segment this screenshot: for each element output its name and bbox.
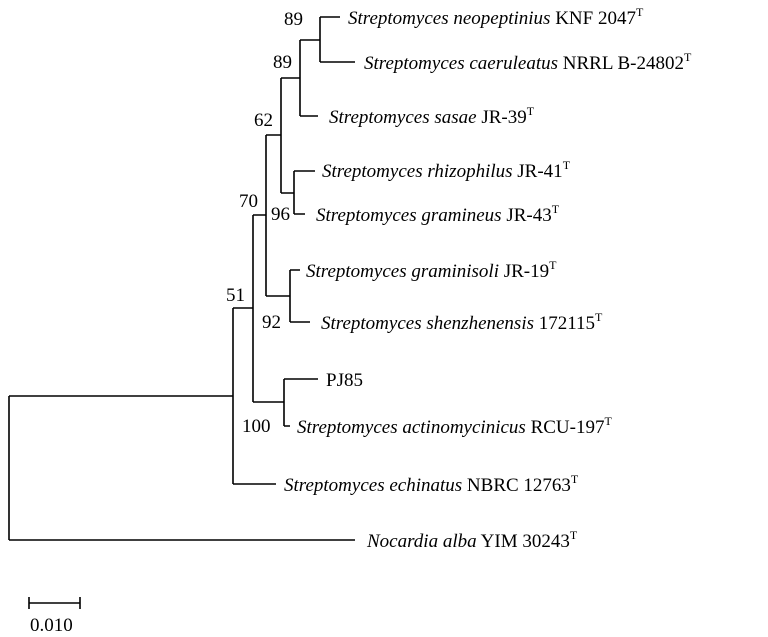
scale-bar [28,597,81,609]
taxon-label: Nocardia alba YIM 30243T [366,528,578,552]
bootstrap-value: 70 [239,191,258,212]
bootstrap-value: 62 [254,110,273,131]
taxon-label: Streptomyces sasae JR-39T [329,104,535,128]
branch [299,39,320,117]
tip-labels: Streptomyces neopeptinius KNF 2047T Stre… [284,5,692,552]
bootstrap-value: 96 [271,204,290,225]
taxon-label: Streptomyces gramineus JR-43T [316,202,560,226]
taxon-label: Streptomyces echinatus NBRC 12763T [284,472,579,496]
taxon-label: Streptomyces graminisoli JR-19T [306,258,557,282]
bootstrap-value: 89 [284,9,303,30]
bootstrap-value: 100 [242,416,271,437]
branch [8,395,355,541]
tree-branches [8,16,355,609]
branch [252,214,284,403]
bootstrap-values: 89 89 62 96 70 92 51 100 [226,9,303,437]
scale-bar-label: 0.010 [30,615,73,636]
taxon-label: Streptomyces rhizophilus JR-41T [322,158,571,182]
branch [280,77,300,194]
branch [232,307,276,485]
taxon-label: Streptomyces actinomycinicus RCU-197T [297,414,612,438]
taxon-label: Streptomyces caeruleatus NRRL B-24802T [364,50,692,74]
taxon-label: Streptomyces shenzhenensis 172115T [321,310,603,334]
taxon-label-pj85: PJ85 [326,370,363,391]
bootstrap-value: 51 [226,285,245,306]
branch [293,170,315,215]
taxon-label: Streptomyces neopeptinius KNF 2047T [348,5,644,29]
bootstrap-value: 92 [262,312,281,333]
bootstrap-value: 89 [273,52,292,73]
